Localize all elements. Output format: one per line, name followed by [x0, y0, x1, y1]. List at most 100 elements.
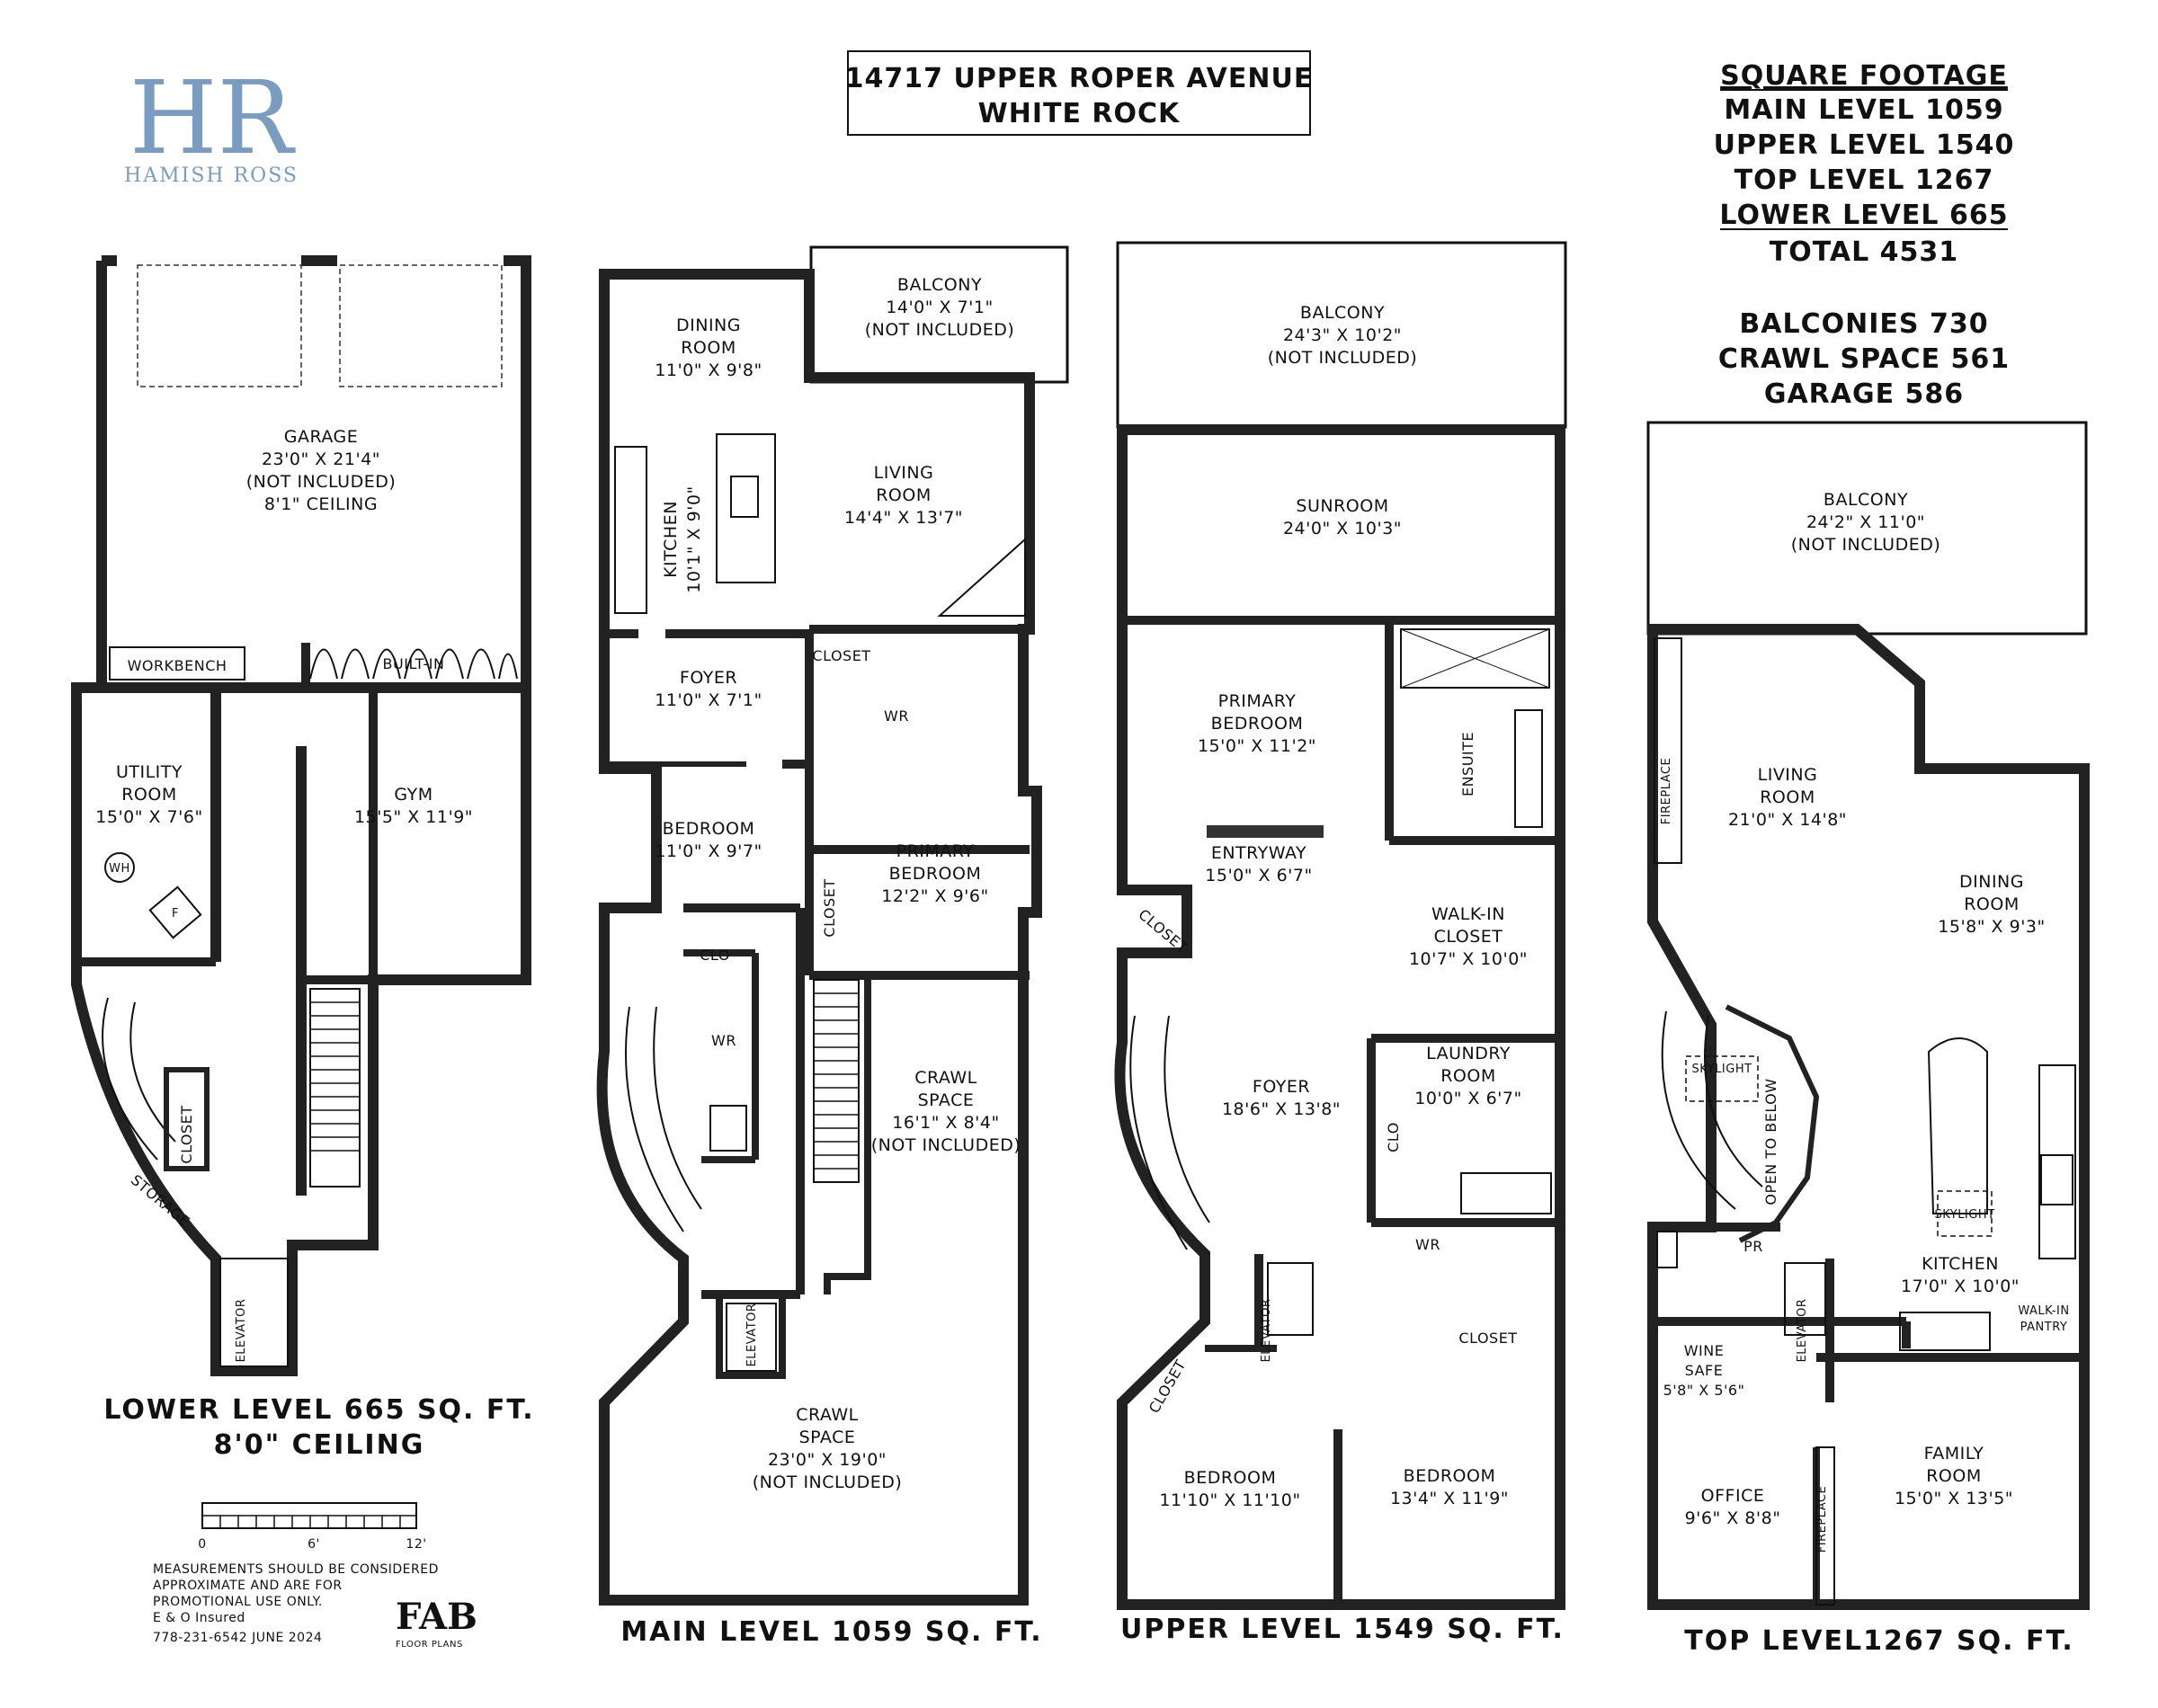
top-wine-label-2: SAFE — [1685, 1362, 1724, 1379]
main-wr2-label: WR — [711, 1032, 736, 1049]
disclaimer: MEASUREMENTS SHOULD BE CONSIDERED APPROX… — [153, 1562, 439, 1645]
disclaimer-line1: MEASUREMENTS SHOULD BE CONSIDERED — [153, 1562, 439, 1577]
upper-walkin-label-2: CLOSET — [1434, 927, 1503, 947]
upper-foyer-dim: 18'6" X 13'8" — [1222, 1099, 1341, 1119]
top-family-label-2: ROOM — [1926, 1466, 1982, 1486]
top-family-dim: 15'0" X 13'5" — [1895, 1489, 2013, 1508]
sqft-garage: GARAGE 586 — [1764, 378, 1964, 410]
upper-bed2-dim: 13'4" X 11'9" — [1390, 1489, 1509, 1508]
top-elevator-label: ELEVATOR — [1796, 1299, 1809, 1363]
garage-ceiling: 8'1" CEILING — [264, 494, 378, 514]
main-closet-vertical: CLOSET — [821, 878, 838, 937]
main-crawl1-label-2: SPACE — [918, 1090, 975, 1110]
workbench-label: WORKBENCH — [128, 657, 227, 674]
upper-wr-label: WR — [1415, 1236, 1440, 1253]
main-crawl1-dim: 16'1" X 8'4" — [892, 1113, 999, 1133]
main-crawl1-note: (NOT INCLUDED) — [871, 1135, 1021, 1155]
main-bedroom-label: BEDROOM — [663, 819, 755, 839]
disclaimer-line4: E & O Insured — [153, 1611, 245, 1625]
top-kitchen-label: KITCHEN — [1922, 1254, 1999, 1274]
upper-primary-label: PRIMARY — [1218, 691, 1297, 711]
top-living-label: LIVING — [1758, 765, 1818, 785]
square-footage-summary: SQUARE FOOTAGE MAIN LEVEL 1059 UPPER LEV… — [1714, 60, 2015, 410]
main-level-plan: BALCONY 14'0" X 7'1" (NOT INCLUDED) DINI… — [596, 245, 1069, 1648]
upper-bed1-label: BEDROOM — [1184, 1468, 1277, 1488]
main-foyer-label: FOYER — [680, 668, 737, 688]
lower-labels: GARAGE 23'0" X 21'4" (NOT INCLUDED) 8'1"… — [95, 427, 472, 1363]
fab-floor-plans-logo: FAB FLOOR PLANS — [396, 1596, 477, 1650]
upper-balcony-label: BALCONY — [1300, 303, 1385, 323]
address-line2: WHITE ROCK — [978, 98, 1181, 129]
upper-primary-dim: 15'0" X 11'2" — [1198, 736, 1316, 756]
top-open-to-below-label: OPEN TO BELOW — [1762, 1078, 1779, 1205]
top-wine-dim: 5'8" X 5'6" — [1663, 1382, 1745, 1399]
main-dining-label: DINING — [676, 316, 741, 335]
lower-level-plan: GARAGE 23'0" X 21'4" (NOT INCLUDED) 8'1"… — [71, 255, 534, 1461]
sqft-crawl: CRAWL SPACE 561 — [1718, 343, 2010, 375]
top-wine-label: WINE — [1684, 1342, 1725, 1359]
main-primary-label: PRIMARY — [896, 841, 975, 861]
fab-mark: FAB — [396, 1596, 477, 1638]
sqft-main: MAIN LEVEL 1059 — [1724, 94, 2003, 126]
main-caption: MAIN LEVEL 1059 SQ. FT. — [620, 1616, 1042, 1648]
upper-walkin-dim: 10'7" X 10'0" — [1409, 949, 1528, 969]
garage-label: GARAGE — [284, 427, 359, 447]
scale-zero: 0 — [198, 1537, 206, 1552]
main-crawl2-label-2: SPACE — [799, 1428, 856, 1447]
top-pantry-label-2: PANTRY — [2020, 1321, 2068, 1334]
upper-laundry-dim: 10'0" X 6'7" — [1414, 1089, 1521, 1108]
disclaimer-line2: APPROXIMATE AND ARE FOR — [153, 1579, 343, 1593]
main-living-label: LIVING — [874, 463, 934, 483]
logo-initials: HR — [129, 60, 297, 177]
lower-caption: LOWER LEVEL 665 SQ. FT. — [103, 1394, 534, 1426]
sqft-title: SQUARE FOOTAGE — [1720, 60, 2008, 92]
lower-ceiling-caption: 8'0" CEILING — [214, 1429, 425, 1461]
main-clo-label: CLO — [700, 947, 730, 964]
garage-note: (NOT INCLUDED) — [246, 472, 397, 492]
top-skylight-label-2: SKYLIGHT — [1934, 1208, 1994, 1222]
hamish-ross-logo: HR HAMISH ROSS — [124, 60, 297, 187]
utility-label: UTILITY — [116, 762, 183, 782]
main-labels: BALCONY 14'0" X 7'1" (NOT INCLUDED) DINI… — [655, 275, 1021, 1492]
main-primary-label-2: BEDROOM — [889, 864, 982, 884]
main-living-dim: 14'4" X 13'7" — [844, 508, 963, 528]
upper-walkin-label: WALK-IN — [1431, 904, 1505, 924]
sqft-balconies: BALCONIES 730 — [1739, 308, 1988, 340]
top-living-dim: 21'0" X 14'8" — [1728, 810, 1847, 830]
upper-level-plan: BALCONY 24'3" X 10'2" (NOT INCLUDED) SUN… — [1114, 241, 1567, 1645]
upper-sunroom-dim: 24'0" X 10'3" — [1283, 519, 1402, 538]
top-family-label: FAMILY — [1924, 1444, 1984, 1463]
main-dining-dim: 11'0" X 9'8" — [655, 360, 762, 380]
sqft-lower: LOWER LEVEL 665 — [1719, 200, 2008, 231]
main-crawl1-label: CRAWL — [914, 1068, 977, 1088]
disclaimer-line3: PROMOTIONAL USE ONLY. — [153, 1595, 323, 1609]
upper-balcony-note: (NOT INCLUDED) — [1268, 348, 1418, 368]
upper-laundry-label: LAUNDRY — [1426, 1044, 1511, 1063]
top-caption: TOP LEVEL1267 SQ. FT. — [1684, 1625, 2074, 1657]
upper-labels: BALCONY 24'3" X 10'2" (NOT INCLUDED) SUN… — [1135, 303, 1528, 1510]
top-balcony-dim: 24'2" X 11'0" — [1806, 512, 1925, 532]
top-fireplace-label-2: FIREPLACE — [1815, 1486, 1829, 1552]
upper-bed1-dim: 11'10" X 11'10" — [1159, 1490, 1300, 1510]
top-kitchen-dim: 17'0" X 10'0" — [1901, 1277, 2020, 1296]
upper-ensuite-label: ENSUITE — [1459, 732, 1476, 796]
upper-elevator-label: ELEVATOR — [1260, 1299, 1273, 1363]
main-bedroom-dim: 11'0" X 9'7" — [655, 841, 762, 861]
upper-balcony-dim: 24'3" X 10'2" — [1283, 325, 1402, 345]
water-heater-label: WH — [109, 862, 130, 876]
upper-entryway-label: ENTRYWAY — [1211, 843, 1306, 863]
lower-elevator-label: ELEVATOR — [235, 1299, 248, 1363]
top-balcony-note: (NOT INCLUDED) — [1791, 535, 1941, 555]
top-skylight-label: SKYLIGHT — [1691, 1063, 1752, 1076]
top-level-plan: BALCONY 24'2" X 11'0" (NOT INCLUDED) LIV… — [1646, 421, 2090, 1657]
main-crawl2-label: CRAWL — [796, 1405, 859, 1425]
top-dining-dim: 15'8" X 9'3" — [1938, 917, 2045, 937]
upper-bed2-label: BEDROOM — [1404, 1466, 1496, 1486]
upper-sunroom-label: SUNROOM — [1296, 496, 1388, 516]
main-kitchen-label: KITCHEN — [661, 501, 681, 578]
main-balcony-dim: 14'0" X 7'1" — [886, 298, 993, 317]
top-office-label: OFFICE — [1701, 1486, 1765, 1506]
sqft-upper: UPPER LEVEL 1540 — [1714, 129, 2015, 161]
main-balcony-note: (NOT INCLUDED) — [865, 320, 1015, 340]
